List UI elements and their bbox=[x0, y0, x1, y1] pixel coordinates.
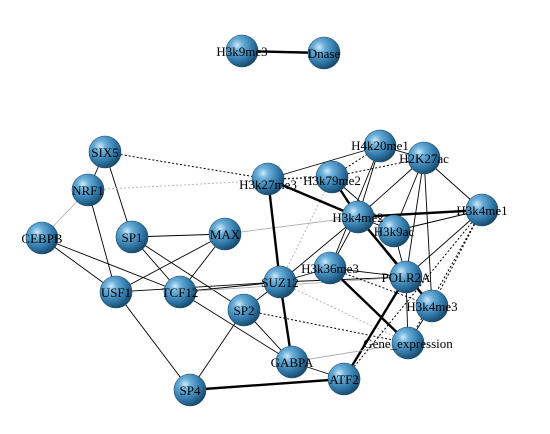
node-SP1[interactable] bbox=[115, 220, 149, 254]
node-label-Gene_expression: Gene_expression bbox=[363, 336, 453, 351]
node-H3k4me1[interactable] bbox=[465, 193, 499, 227]
node-H3k79me2[interactable] bbox=[315, 160, 349, 194]
edge-H3k4me2-H3k4me1 bbox=[357, 208, 483, 219]
node-label-H3k9ac: H3k9ac bbox=[374, 224, 415, 239]
node-label-H3k27me3: H3k27me3 bbox=[239, 177, 297, 192]
node-label-H3k4me3: H3k4me3 bbox=[406, 299, 457, 314]
node-label-H3k4me1: H3k4me1 bbox=[456, 203, 507, 218]
edge-CEBPB-TCF12 bbox=[41, 237, 181, 293]
edge-SIX5-H3k27me3 bbox=[104, 151, 269, 180]
edge-GABPA-Gene_expression bbox=[291, 342, 409, 363]
node-H3k9me3[interactable] bbox=[225, 34, 259, 68]
node-label-SUZ12: SUZ12 bbox=[261, 275, 299, 290]
edge-MAX-USF1 bbox=[115, 233, 226, 293]
node-label-SP4: SP4 bbox=[180, 383, 201, 398]
node-USF1[interactable] bbox=[99, 275, 133, 309]
node-H3k4me3[interactable] bbox=[415, 289, 449, 323]
node-label-SP1: SP1 bbox=[122, 230, 143, 245]
edge-SUZ12-Gene_expression bbox=[279, 281, 409, 344]
edge-H3k4me2-H3k4me3 bbox=[357, 216, 433, 307]
edge-USF1-SUZ12 bbox=[115, 281, 281, 293]
edge-SP1-SP2 bbox=[131, 236, 245, 311]
node-label-H3k79me2: H3k79me2 bbox=[303, 173, 361, 188]
node-label-H4k20me1: H4k20me1 bbox=[351, 138, 409, 153]
node-label-SP2: SP2 bbox=[234, 303, 255, 318]
node-label-ATF2: ATF2 bbox=[329, 372, 359, 387]
node-label-USF1: USF1 bbox=[101, 285, 131, 300]
node-label-H3k4me2: H3k4me2 bbox=[332, 210, 383, 225]
edge-MAX-H3k4me2 bbox=[224, 216, 359, 235]
edge-POLR2A-ATF2 bbox=[342, 276, 408, 380]
node-label-NRF1: NRF1 bbox=[72, 183, 104, 198]
node-label-H3k36me3: H3k36me3 bbox=[301, 261, 359, 276]
edge-SUZ12-H3k79me2 bbox=[279, 176, 333, 283]
node-CEBPB[interactable] bbox=[25, 221, 59, 255]
node-ATF2[interactable] bbox=[327, 362, 361, 396]
edge-H3k36me3-Gene_expression bbox=[329, 267, 409, 344]
node-label-GABPA: GABPA bbox=[271, 355, 314, 370]
edge-TCF12-GABPA bbox=[179, 291, 293, 363]
edge-ATF2-H3k4me1 bbox=[343, 209, 483, 380]
node-TCF12[interactable] bbox=[163, 275, 197, 309]
edge-NRF1-H3k79me2 bbox=[87, 176, 333, 191]
node-label-Dnase: Dnase bbox=[308, 46, 341, 61]
edge-H3k4me1-POLR2A bbox=[405, 209, 483, 278]
node-MAX[interactable] bbox=[208, 217, 242, 251]
edge-SUZ12-H3k27me3 bbox=[266, 178, 282, 283]
node-H3k4me2[interactable] bbox=[341, 200, 375, 234]
node-Dnase[interactable] bbox=[307, 36, 341, 70]
edge-SP4-ATF2 bbox=[189, 377, 345, 392]
edge-H3k4me1-Gene_expression bbox=[407, 209, 483, 344]
node-label-SIX5: SIX5 bbox=[91, 145, 118, 160]
edge-SUZ12-H3k4me2 bbox=[279, 216, 359, 283]
node-SP4[interactable] bbox=[173, 373, 207, 407]
node-POLR2A[interactable] bbox=[389, 260, 423, 294]
node-label-TCF12: TCF12 bbox=[162, 285, 199, 300]
node-SP2[interactable] bbox=[227, 293, 261, 327]
node-H3k9ac[interactable] bbox=[377, 214, 411, 248]
edge-H3k27me3-H4k20me1 bbox=[267, 145, 381, 180]
edge-NRF1-USF1 bbox=[87, 189, 117, 293]
edge-H2K27ac-H3k4me3 bbox=[423, 157, 433, 307]
node-H2K27ac[interactable] bbox=[407, 141, 441, 175]
edge-H2K27ac-POLR2A bbox=[405, 157, 425, 278]
node-Gene_expression[interactable] bbox=[391, 326, 425, 360]
node-H3k36me3[interactable] bbox=[313, 251, 347, 285]
edge-USF1-SP4 bbox=[115, 291, 191, 391]
node-label-MAX: MAX bbox=[210, 227, 241, 242]
node-H4k20me1[interactable] bbox=[363, 129, 397, 163]
node-label-POLR2A: POLR2A bbox=[381, 270, 431, 285]
node-SIX5[interactable] bbox=[88, 135, 122, 169]
nodes-layer bbox=[25, 34, 499, 407]
node-H3k27me3[interactable] bbox=[251, 162, 285, 196]
edge-TCF12-SUZ12 bbox=[179, 281, 281, 293]
node-label-CEBPB: CEBPB bbox=[21, 231, 63, 246]
node-SUZ12[interactable] bbox=[263, 265, 297, 299]
node-GABPA[interactable] bbox=[275, 345, 309, 379]
node-label-H3k9me3: H3k9me3 bbox=[216, 44, 267, 59]
node-label-H2K27ac: H2K27ac bbox=[399, 151, 449, 166]
node-NRF1[interactable] bbox=[71, 173, 105, 207]
